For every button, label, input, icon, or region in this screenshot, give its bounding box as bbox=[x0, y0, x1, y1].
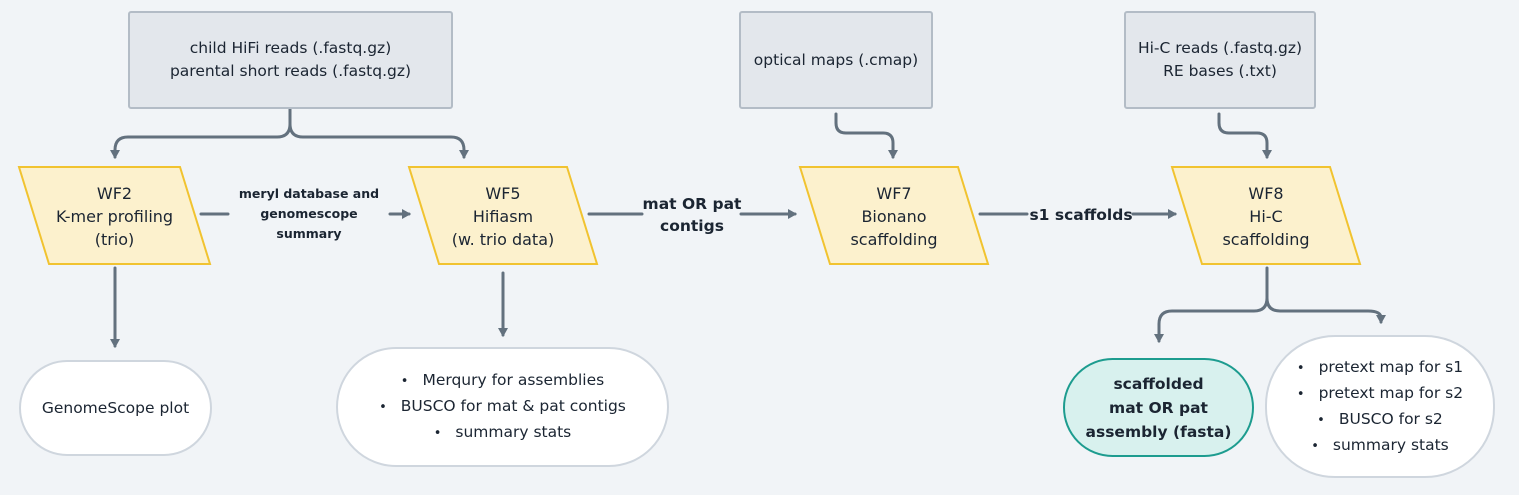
connector-optical-to-wf7 bbox=[834, 112, 898, 159]
wf8-reports-list: pretext map for s1 pretext map for s2 BU… bbox=[1297, 355, 1463, 459]
input-hic-reads: Hi-C reads (.fastq.gz) RE bases (.txt) bbox=[1124, 11, 1316, 109]
wf5-report-item: summary stats bbox=[379, 420, 626, 446]
wf8-name: Hi-C bbox=[1249, 206, 1283, 226]
wf8-label: WF8 Hi-C scaffolding bbox=[1187, 170, 1345, 262]
wf2-note: (trio) bbox=[94, 229, 135, 249]
final-assembly-line-1: scaffolded bbox=[1113, 374, 1204, 393]
wf8-report-item: pretext map for s1 bbox=[1297, 355, 1463, 381]
input-optical-maps: optical maps (.cmap) bbox=[739, 11, 933, 109]
final-assembly-line-3: assembly (fasta) bbox=[1085, 422, 1232, 441]
wf5-shape bbox=[407, 166, 599, 265]
wf8-report-item: BUSCO for s2 bbox=[1297, 407, 1463, 433]
input-hic-line-1: Hi-C reads (.fastq.gz) bbox=[1137, 39, 1303, 57]
edge-label-wf2-wf5-line-1: meryl database and bbox=[238, 186, 380, 201]
edge-label-wf2-wf5-line-2: genomescope summary bbox=[260, 206, 358, 241]
connector-wf8-split-right bbox=[1265, 296, 1386, 324]
connector-trio-split bbox=[110, 107, 292, 159]
wf8-note: scaffolding bbox=[1222, 229, 1310, 249]
input-optical-line-1: optical maps (.cmap) bbox=[753, 50, 919, 69]
wf2-label: WF2 K-mer profiling (trio) bbox=[34, 170, 195, 262]
wf8-shape bbox=[1170, 166, 1362, 265]
wf7-shape bbox=[798, 166, 990, 265]
wf5-name: Hifiasm bbox=[472, 206, 534, 226]
wf8-report-item: pretext map for s2 bbox=[1297, 381, 1463, 407]
wf8-report-item: summary stats bbox=[1297, 433, 1463, 459]
wf2-id: WF2 bbox=[96, 183, 133, 203]
edge-label-wf2-wf5: meryl database and genomescope summary bbox=[226, 186, 392, 241]
wf5-label: WF5 Hifiasm (w. trio data) bbox=[424, 170, 582, 262]
wf5-report-item: Merqury for assemblies bbox=[379, 368, 626, 394]
connector-wf8-split-left bbox=[1154, 266, 1269, 343]
output-wf8-reports: pretext map for s1 pretext map for s2 BU… bbox=[1265, 335, 1495, 478]
wf2-name: K-mer profiling bbox=[55, 206, 174, 226]
edge-label-wf7-wf8: s1 scaffolds bbox=[1025, 203, 1137, 227]
wf7-name: Bionano bbox=[861, 206, 927, 226]
wf5-note: (w. trio data) bbox=[451, 229, 555, 249]
input-trio-reads: child HiFi reads (.fastq.gz) parental sh… bbox=[128, 11, 453, 109]
genomescope-label: GenomeScope plot bbox=[41, 399, 190, 417]
edge-label-wf5-wf7-line-2: contigs bbox=[660, 217, 724, 235]
wf7-label: WF7 Bionano scaffolding bbox=[815, 170, 973, 262]
input-trio-line-2: parental short reads (.fastq.gz) bbox=[169, 62, 412, 80]
wf5-id: WF5 bbox=[485, 183, 521, 203]
connector-hic-to-wf8 bbox=[1217, 112, 1272, 159]
input-trio-line-1: child HiFi reads (.fastq.gz) bbox=[189, 39, 392, 57]
wf7-id: WF7 bbox=[876, 183, 912, 203]
connector-trio-to-wf5 bbox=[288, 122, 469, 159]
final-assembly-line-2: mat OR pat bbox=[1109, 398, 1208, 417]
output-final-assembly: scaffolded mat OR pat assembly (fasta) bbox=[1063, 358, 1254, 457]
wf7-note: scaffolding bbox=[850, 229, 938, 249]
output-genomescope-plot: GenomeScope plot bbox=[19, 360, 212, 456]
output-wf5-reports: Merqury for assemblies BUSCO for mat & p… bbox=[336, 347, 669, 467]
wf2-shape bbox=[17, 166, 212, 265]
edge-label-wf7-wf8-line-1: s1 scaffolds bbox=[1029, 206, 1133, 224]
wf8-id: WF8 bbox=[1248, 183, 1284, 203]
wf5-report-item: BUSCO for mat & pat contigs bbox=[379, 394, 626, 420]
edge-label-wf5-wf7-line-1: mat OR pat bbox=[642, 195, 742, 213]
wf5-reports-list: Merqury for assemblies BUSCO for mat & p… bbox=[379, 368, 626, 446]
input-hic-line-2: RE bases (.txt) bbox=[1163, 62, 1277, 80]
edge-label-wf5-wf7: mat OR pat contigs bbox=[640, 192, 744, 238]
